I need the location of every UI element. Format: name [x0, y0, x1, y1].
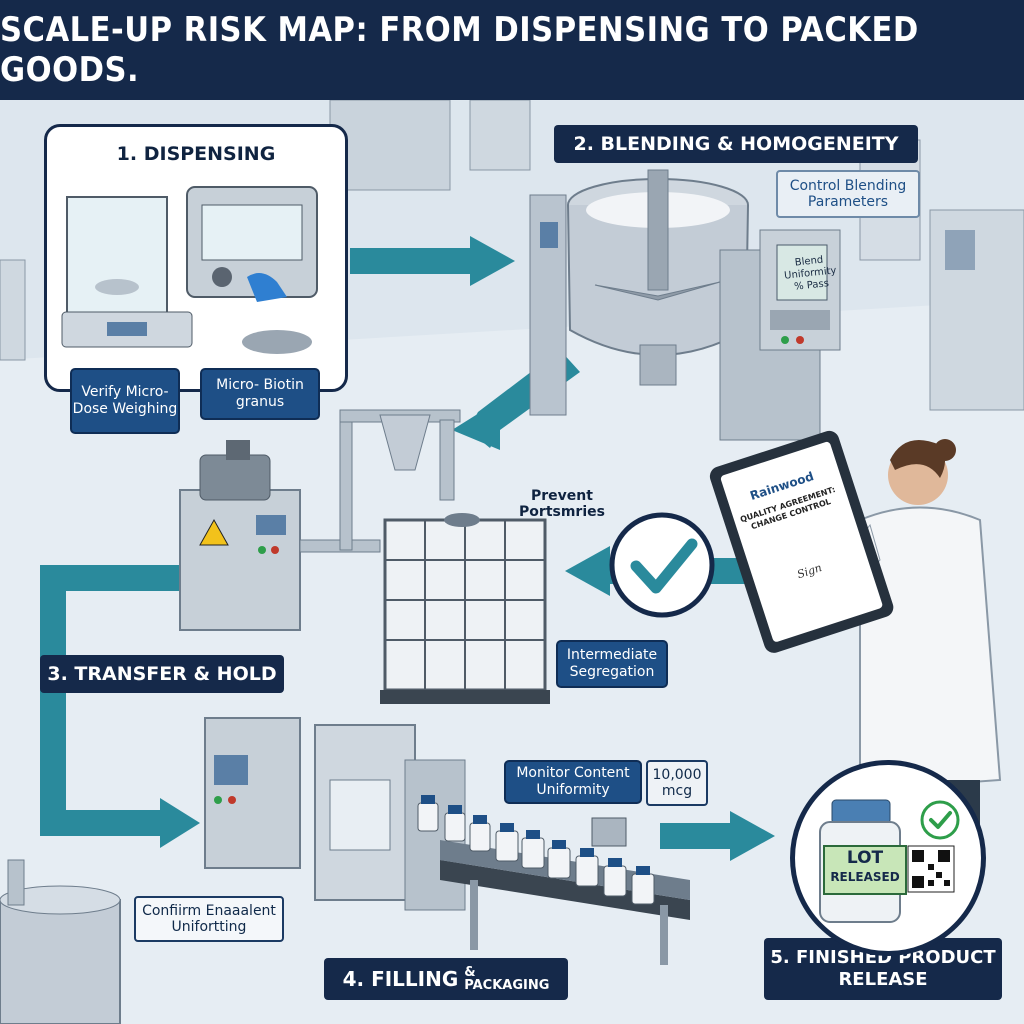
- release-check-icon: [920, 800, 960, 840]
- dispensing-panel: 1. DISPENSING: [44, 124, 348, 392]
- step-4-main: 4. FILLING: [342, 967, 459, 991]
- storage-tank: [0, 859, 121, 1024]
- microbiotin-tag: Micro- Biotin granus: [200, 368, 320, 420]
- verify-weighing-tag: Verify Micro-Dose Weighing: [70, 368, 180, 434]
- tablet-signature: Sign: [795, 561, 824, 582]
- step-3-label: 3. TRANSFER & HOLD: [40, 655, 284, 693]
- step-4-ampersand: &: [464, 965, 476, 980]
- confirm-tag: Confiirm Enaaalent Unifortting: [134, 896, 284, 942]
- prevent-tag: Prevent Portsmries: [519, 488, 605, 520]
- step-1-label: 1. DISPENSING: [116, 143, 276, 165]
- wall-cabinet-right: [929, 209, 1024, 411]
- step-4-label: 4. FILLING & PACKAGING: [324, 958, 568, 1000]
- bottle-row: [417, 795, 655, 905]
- blending-vessel: [529, 169, 841, 441]
- lot-released-badge: LOT RELEASED: [823, 845, 907, 895]
- control-blending-tag: Control Blending Parameters: [776, 170, 920, 218]
- dose-tag: 10,000 mcg: [646, 760, 708, 806]
- step-2-label: 2. BLENDING & HOMOGENEITY: [554, 125, 918, 163]
- page-title: SCALE-UP RISK MAP: FROM DISPENSING TO PA…: [0, 0, 1024, 100]
- ibc-tote: [380, 513, 550, 704]
- step-4-sub: PACKAGING: [464, 978, 550, 993]
- release-circle: LOT RELEASED: [790, 760, 986, 956]
- dispensing-equipment: [61, 186, 318, 354]
- monitor-uniformity-tag: Monitor Content Uniformity: [504, 760, 642, 804]
- blend-uniformity-screen: Blend Uniformity % Pass: [783, 254, 837, 293]
- mill-machine: [179, 409, 461, 631]
- process-scene: [0, 100, 1024, 1024]
- approval-check-icon: [609, 512, 715, 618]
- tablet-device: [709, 430, 894, 653]
- lot-line2: RELEASED: [830, 870, 900, 884]
- lot-line1: LOT: [846, 848, 884, 868]
- segregation-tag: Intermediate Segregation: [556, 640, 668, 688]
